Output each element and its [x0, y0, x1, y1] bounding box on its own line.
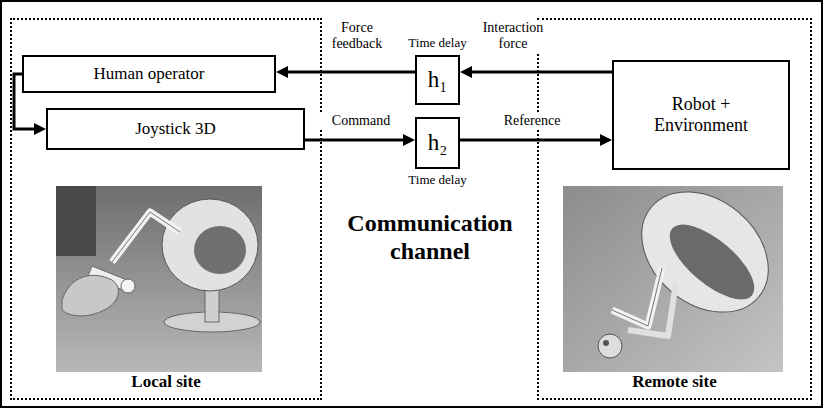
signal-arrow [460, 134, 612, 146]
edge-label: Force feedback [322, 20, 392, 52]
arrow-line [460, 139, 603, 142]
delay-block: Time delayh₁ [415, 55, 460, 105]
arrow-line [285, 71, 415, 74]
delay-symbol: h₂ [428, 130, 448, 156]
delay-caption: Time delay [408, 173, 466, 188]
box-label: Joystick 3D [135, 119, 216, 139]
edge-label: Interaction force [476, 20, 550, 52]
site-heading: Local site [12, 372, 320, 392]
process-box: Robot + Environment [612, 60, 790, 170]
local-site-region: Human operatorJoystick 3D Local site [10, 18, 322, 400]
arrow-head [600, 134, 612, 146]
local-joystick-photo [56, 186, 262, 372]
box-label: Robot + Environment [636, 94, 766, 135]
process-box: Human operator [22, 55, 276, 93]
signal-arrow [460, 66, 612, 78]
signal-arrow [276, 66, 415, 78]
arrow-head [460, 66, 472, 78]
delay-symbol: h₁ [428, 67, 448, 93]
arrow-head [34, 123, 46, 135]
arrow-head [276, 66, 288, 78]
box-label: Human operator [94, 64, 205, 84]
remote-site-region: Robot + EnvironmentRemote site [537, 18, 812, 400]
delay-caption: Time delay [408, 36, 466, 51]
remote-robot-photo [563, 167, 792, 372]
arrow-line [469, 71, 612, 74]
site-heading: Remote site [539, 372, 810, 392]
process-box: Joystick 3D [46, 108, 305, 150]
edge-label: Command [318, 113, 404, 129]
edge-label: Reference [490, 113, 574, 129]
arrow-head [403, 134, 415, 146]
delay-block: h₂Time delay [415, 117, 460, 169]
channel-title: Communication channel [320, 210, 540, 265]
